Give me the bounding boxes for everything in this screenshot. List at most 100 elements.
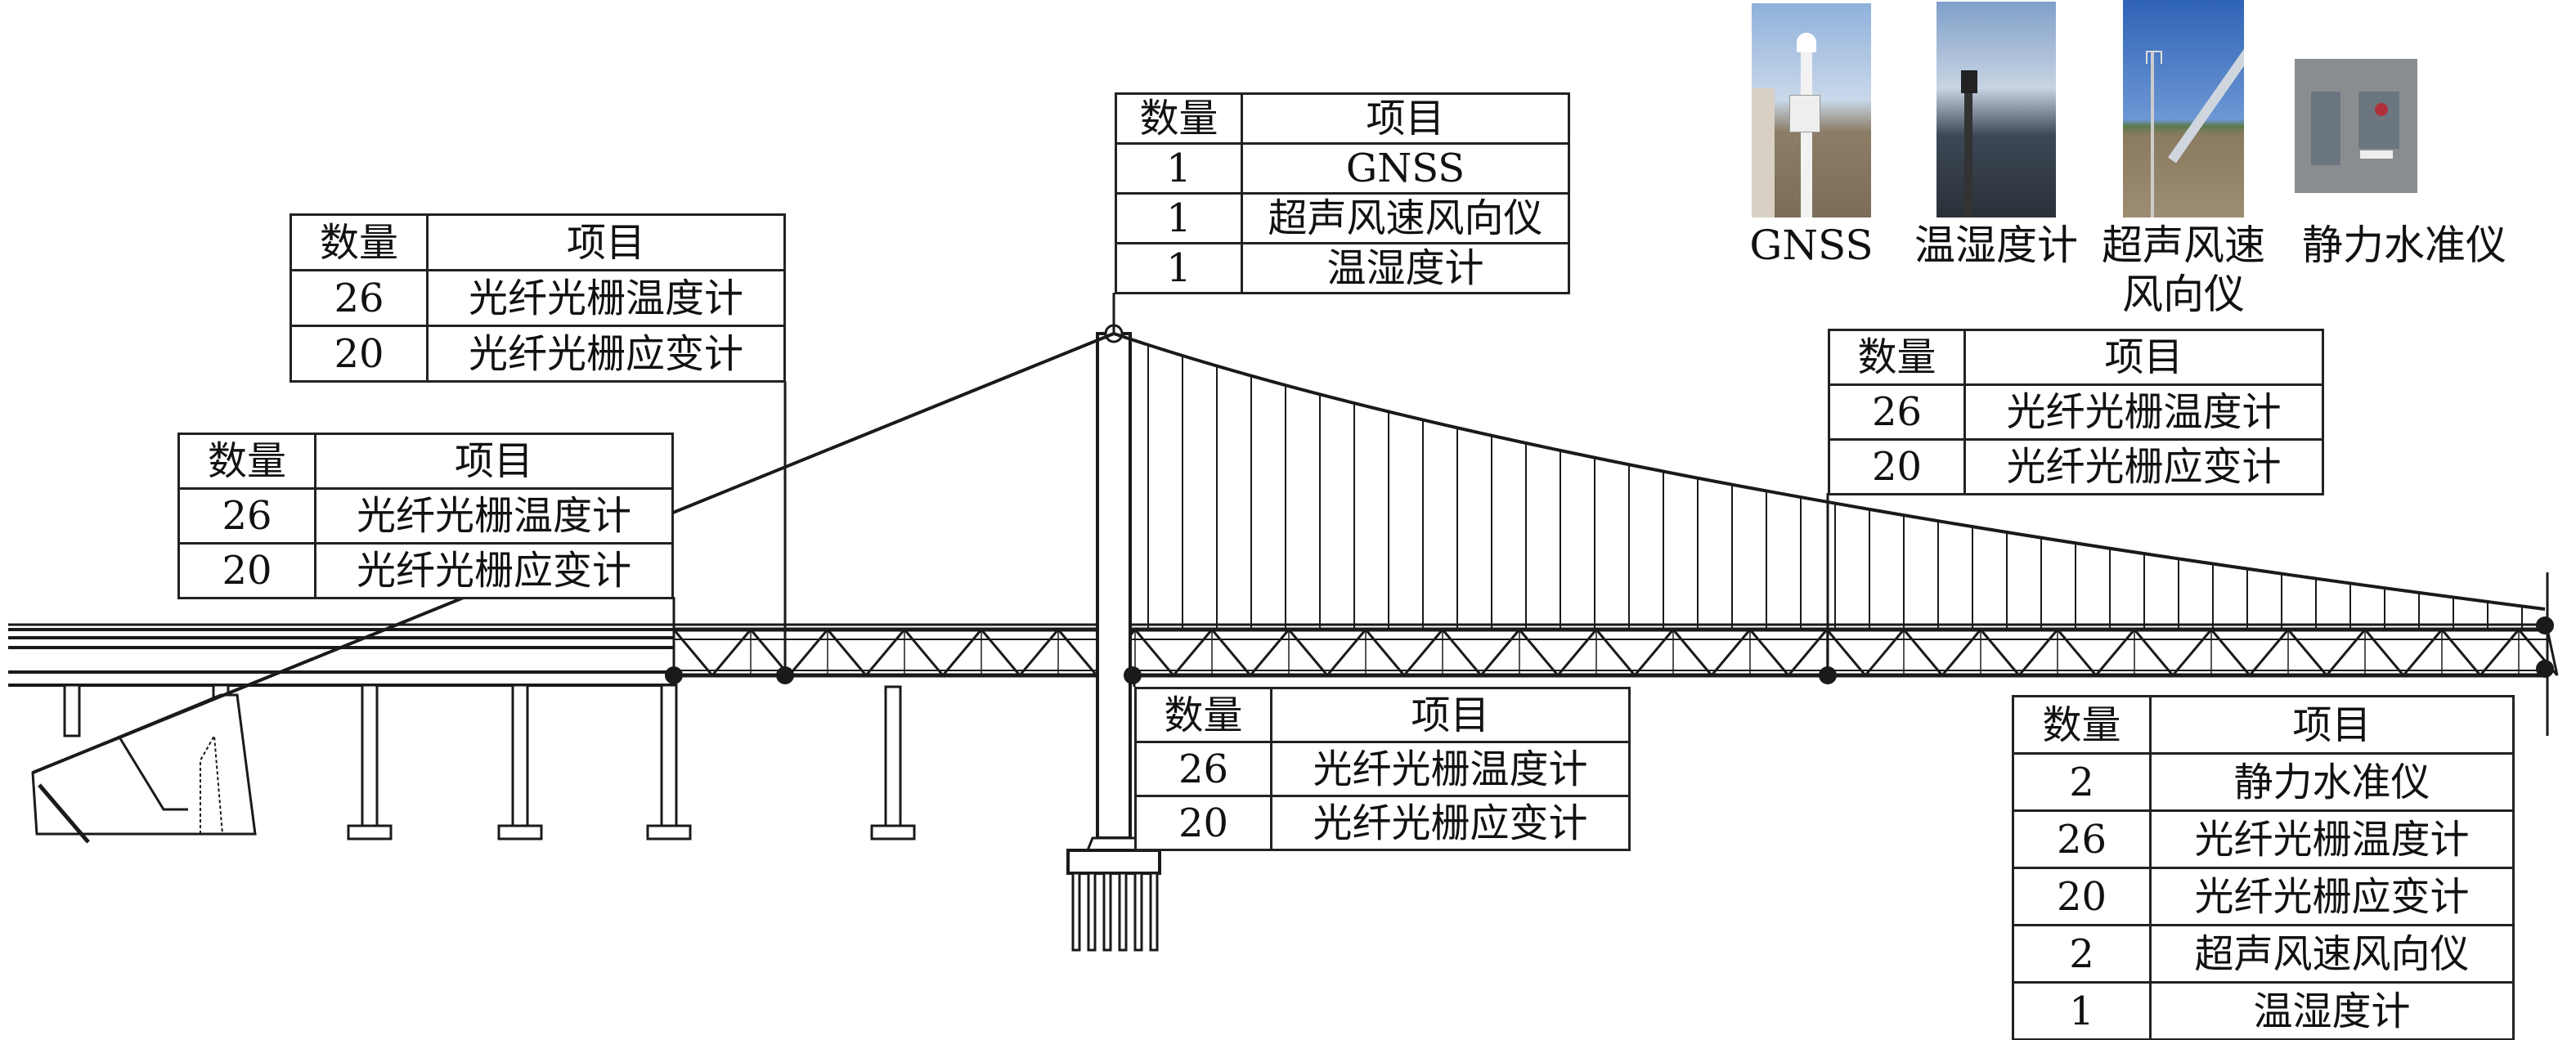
truss-diagonal xyxy=(2440,629,2482,676)
truss-diagonal xyxy=(1172,629,1214,676)
item-cell: 光纤光栅温度计 xyxy=(2149,809,2515,869)
truss-diagonal xyxy=(1556,629,1598,676)
pile xyxy=(1102,872,1112,952)
item-cell: 光纤光栅应变计 xyxy=(2149,867,2515,926)
quantity-cell: 1 xyxy=(1115,192,1243,244)
truss-diagonal xyxy=(1710,629,1752,676)
pier xyxy=(361,684,379,827)
sensor-point-icon xyxy=(1124,666,1142,684)
quantity-cell: 26 xyxy=(2012,809,2152,869)
truss-diagonal xyxy=(1825,629,1867,676)
quantity-cell: 26 xyxy=(1828,383,1966,441)
static-level-photo xyxy=(2295,59,2417,193)
photo-label-hygrometer: 温湿度计 xyxy=(1914,222,2078,269)
truss-diagonal xyxy=(864,629,906,676)
header-quantity: 数量 xyxy=(2012,695,2152,755)
header-item: 项目 xyxy=(1241,92,1570,145)
table-header-row: 数量项目 xyxy=(1828,329,2324,386)
pile-cap xyxy=(1066,849,1161,875)
header-quantity: 数量 xyxy=(289,213,429,271)
quantity-cell: 20 xyxy=(177,542,316,599)
truss-diagonal xyxy=(1057,629,1098,676)
header-quantity: 数量 xyxy=(1115,92,1243,145)
photo-label-anemometer-line1: 超声风速 xyxy=(2102,222,2265,269)
abutment-hatch xyxy=(38,783,90,844)
sensor-point-icon xyxy=(776,666,794,684)
truss-diagonal xyxy=(2056,629,2098,676)
truss-diagonal xyxy=(2133,629,2174,676)
pier-footing xyxy=(497,824,543,841)
truss-diagonal xyxy=(1979,629,2021,676)
table-header-row: 数量项目 xyxy=(1134,687,1631,743)
truss-diagonal xyxy=(1249,629,1290,676)
header-item: 项目 xyxy=(314,433,674,490)
table-header-row: 数量项目 xyxy=(289,213,786,271)
header-item: 项目 xyxy=(426,213,786,271)
pile xyxy=(1149,872,1159,952)
abutment-detail xyxy=(200,733,223,835)
photo-label-static-level: 静力水准仪 xyxy=(2302,222,2506,269)
hygrometer-photo xyxy=(1936,2,2056,217)
table-header-row: 数量项目 xyxy=(1115,92,1570,145)
truss-diagonal xyxy=(672,629,714,676)
truss-diagonal xyxy=(2479,629,2520,676)
table-header-row: 数量项目 xyxy=(2012,695,2515,755)
item-cell: 静力水准仪 xyxy=(2149,752,2515,812)
pier xyxy=(884,685,902,827)
sensor-point-icon xyxy=(2536,660,2554,678)
sensor-point-icon xyxy=(2536,616,2554,634)
header-quantity: 数量 xyxy=(1828,329,1966,386)
truss-diagonal xyxy=(1287,629,1329,676)
pier-footing xyxy=(347,824,393,841)
main-cable xyxy=(1113,332,2546,611)
truss-diagonal xyxy=(1364,629,1406,676)
truss-diagonal xyxy=(1787,629,1829,676)
sensor-point-icon xyxy=(665,666,683,684)
truss-diagonal xyxy=(1902,629,1944,676)
quantity-cell: 26 xyxy=(177,487,316,545)
truss-diagonal xyxy=(941,629,983,676)
truss-diagonal xyxy=(826,629,868,676)
truss-diagonal xyxy=(980,629,1021,676)
pile xyxy=(1087,872,1097,952)
truss-diagonal xyxy=(2017,629,2059,676)
pier xyxy=(511,684,529,827)
item-cell: 光纤光栅应变计 xyxy=(1963,438,2324,495)
item-cell: 光纤光栅温度计 xyxy=(1963,383,2324,441)
truss-diagonal xyxy=(2210,629,2251,676)
header-item: 项目 xyxy=(1270,687,1631,743)
truss-diagonal xyxy=(2094,629,2136,676)
anemometer-photo xyxy=(2123,0,2244,217)
truss-diagonal xyxy=(1402,629,1444,676)
pile xyxy=(1071,872,1081,952)
truss-diagonal xyxy=(711,629,752,676)
quantity-cell: 20 xyxy=(2012,867,2152,926)
quantity-cell: 26 xyxy=(1134,741,1272,797)
photo-label-anemometer-line2: 风向仪 xyxy=(2122,271,2245,318)
item-cell: GNSS xyxy=(1241,142,1570,195)
header-item: 项目 xyxy=(1963,329,2324,386)
table-header-row: 数量项目 xyxy=(177,433,674,490)
truss-diagonal xyxy=(1326,629,1367,676)
truss-diagonal xyxy=(2363,629,2405,676)
truss-diagonal xyxy=(2248,629,2290,676)
pile xyxy=(1133,872,1143,952)
truss-diagonal xyxy=(1018,629,1060,676)
truss-diagonal xyxy=(1518,629,1560,676)
truss-diagonal xyxy=(1595,629,1636,676)
quantity-cell: 2 xyxy=(2012,924,2152,984)
